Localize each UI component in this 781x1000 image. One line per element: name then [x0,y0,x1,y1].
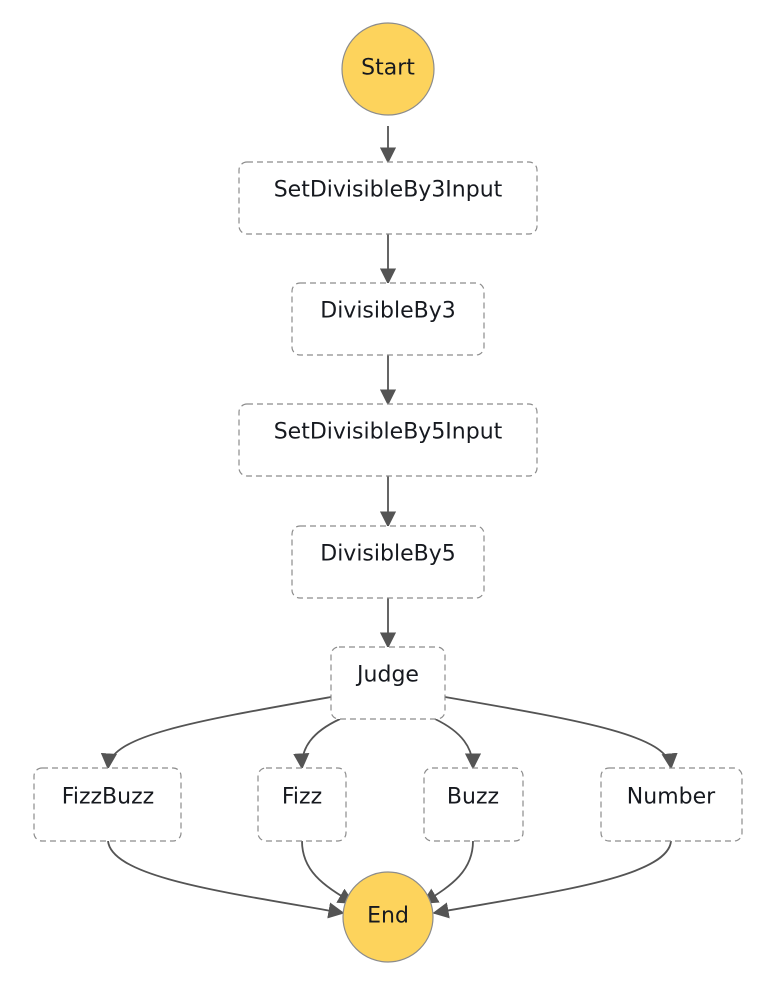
node-end[interactable]: End [342,871,434,963]
node-fizz[interactable]: Fizz [257,767,347,842]
edge-judge-to-number [444,696,678,770]
node-set-divisible-by-5-input[interactable]: SetDivisibleBy5Input [238,403,538,477]
edge-number-to-end [432,840,672,919]
node-label: Buzz [447,785,499,810]
node-number[interactable]: Number [600,767,743,842]
node-fizzbuzz[interactable]: FizzBuzz [33,767,182,842]
node-label: SetDivisibleBy3Input [274,178,503,203]
node-label: DivisibleBy5 [320,542,455,567]
edge-judge-to-fizz [293,718,341,770]
node-start[interactable]: Start [341,22,435,116]
node-judge[interactable]: Judge [330,646,446,720]
edge-buzz-to-end [421,840,474,904]
node-label: Judge [355,663,419,688]
node-label: DivisibleBy3 [320,299,455,324]
node-label: Fizz [282,785,322,810]
node-label: Start [361,56,415,81]
edge-judge-to-fizzbuzz [100,696,332,770]
edge-judge-to-buzz [434,718,482,770]
node-set-divisible-by-3-input[interactable]: SetDivisibleBy3Input [238,161,538,235]
node-label: FizzBuzz [62,785,154,810]
edge-fizz-to-end [301,840,355,904]
edge-fizzbuzz-to-end [107,840,345,919]
node-label: SetDivisibleBy5Input [274,420,503,445]
node-label: End [367,904,409,929]
node-divisible-by-3[interactable]: DivisibleBy3 [291,282,485,356]
node-label: Number [627,785,716,810]
node-buzz[interactable]: Buzz [423,767,524,842]
edges [100,126,678,919]
node-divisible-by-5[interactable]: DivisibleBy5 [291,525,485,599]
